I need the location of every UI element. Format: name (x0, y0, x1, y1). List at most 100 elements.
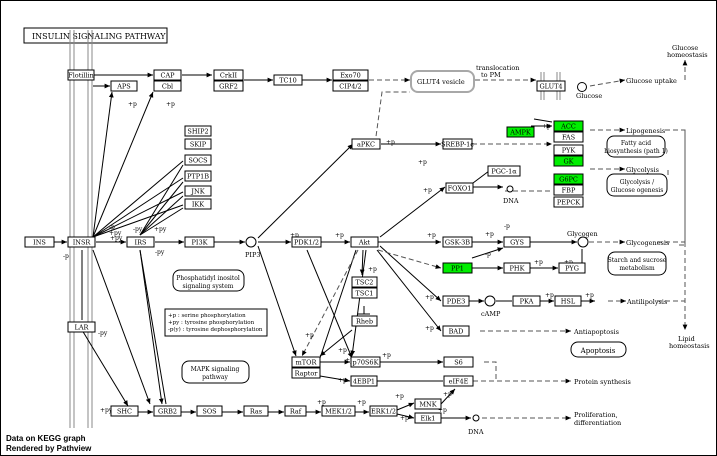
edge-label: +p (545, 292, 554, 299)
glut4-vesicle[interactable] (410, 70, 475, 93)
gene-box-pdk12[interactable] (291, 236, 322, 248)
gene-box-glut4[interactable] (536, 80, 566, 92)
gene-box-lar[interactable] (67, 321, 96, 333)
gene-box-bad[interactable] (442, 325, 470, 337)
legend-box (164, 308, 268, 337)
gene-box-akt[interactable] (350, 236, 379, 248)
gene-box-eif4e[interactable] (443, 375, 474, 387)
gene-box-grb2[interactable] (153, 405, 182, 417)
gene-box-ptp1b[interactable] (184, 170, 212, 182)
gene-box-pyk[interactable] (553, 144, 584, 156)
gene-box-ras[interactable] (243, 405, 269, 417)
gene-box-fbp[interactable] (553, 184, 584, 196)
gene-label-lar: LAR (75, 324, 90, 332)
legend-item: -p(y) : tyrosine dephosphorylation (168, 326, 263, 333)
pathway-node[interactable] (570, 341, 627, 358)
gene-box-apkc[interactable] (351, 138, 381, 150)
gene-box-erk12[interactable] (369, 405, 398, 417)
gene-box-mnk[interactable] (414, 398, 442, 410)
edge-label: -p (63, 253, 69, 260)
gene-box-ship2[interactable] (184, 125, 212, 137)
compound-dna-2[interactable] (472, 414, 480, 422)
gene-box-jnk[interactable] (184, 185, 212, 197)
glut4-vesicle-label: GLUT4 vesicle (417, 78, 465, 86)
gene-label-tc10: TC10 (279, 77, 297, 85)
gene-box-pyg[interactable] (558, 262, 586, 274)
pathway-label: Starch and sucrose (608, 257, 667, 264)
gene-box-pi3k[interactable] (184, 236, 215, 248)
gene-box-insr[interactable] (67, 236, 96, 248)
gene-box-grf2[interactable] (213, 80, 244, 92)
gene-box-tsc1[interactable] (351, 287, 378, 299)
compound-glucose[interactable] (577, 82, 587, 92)
gene-box-ebp1[interactable] (350, 375, 378, 387)
gene-box-tc10[interactable] (273, 74, 303, 86)
gene-box-shc[interactable] (110, 405, 139, 417)
gene-box-sos[interactable] (196, 405, 223, 417)
gene-label-eif4e: eIF4E (449, 378, 469, 386)
gene-box-aps[interactable] (110, 80, 138, 92)
gene-box-acc[interactable] (553, 120, 584, 132)
gene-box-pgc[interactable] (487, 165, 521, 177)
gene-box-gk[interactable] (553, 155, 584, 167)
edge-labels: +p +p +p +p +p +p +p +p +p +p +p +p +p +… (63, 101, 594, 422)
pathway-node[interactable] (606, 173, 668, 197)
gene-box-socs[interactable] (184, 154, 212, 166)
gene-box-irs[interactable] (126, 236, 155, 248)
gene-box-foxo1[interactable] (445, 182, 474, 194)
gene-box-raptor[interactable] (291, 367, 321, 379)
gene-box-cip4[interactable] (332, 80, 369, 92)
gene-box-pka[interactable] (512, 295, 541, 307)
pathway-node[interactable] (607, 251, 667, 276)
gene-label-pi3k: PI3K (192, 239, 208, 247)
gene-box-mek12[interactable] (321, 405, 356, 417)
edge-label: +p (166, 101, 175, 108)
gene-box-exo70[interactable] (332, 69, 369, 81)
gene-box-tsc2[interactable] (351, 276, 378, 288)
gene-label-elk1: Elk1 (421, 415, 436, 423)
gene-box-s6[interactable] (443, 356, 474, 368)
gene-label-cap: CAP (160, 72, 175, 80)
gene-box-skip[interactable] (184, 138, 212, 150)
gene-label-acc: ACC (560, 123, 576, 131)
compound-pip3[interactable] (245, 236, 257, 248)
annotation: homeostasis (669, 342, 710, 350)
gene-box-ikk[interactable] (184, 198, 212, 210)
gene-box-mtor[interactable] (291, 356, 321, 368)
compound-camp[interactable] (484, 295, 496, 307)
edge-label: +p (485, 231, 494, 238)
gene-box-pde3[interactable] (442, 295, 470, 307)
gene-label-srebp: SREBP-1c (441, 141, 474, 149)
gene-box-gys[interactable] (503, 236, 531, 248)
gene-label-rheb: Rheb (356, 318, 373, 326)
gene-box-raf[interactable] (284, 405, 307, 417)
gene-box-p70s6k[interactable] (350, 356, 381, 368)
gene-box-ampk[interactable] (506, 126, 535, 138)
gene-box-elk1[interactable] (414, 412, 442, 424)
gene-box-phk[interactable] (503, 262, 531, 274)
compound-glycogen[interactable] (577, 236, 589, 248)
pathway-label: Glycolysis / (620, 179, 655, 186)
compound-label: PIP3 (245, 251, 260, 259)
gene-box-rheb[interactable] (351, 315, 378, 327)
gene-box-cap[interactable] (153, 69, 182, 81)
pathway-node[interactable] (606, 135, 666, 158)
gene-box-hsl[interactable] (554, 295, 582, 307)
gene-box-srebp[interactable] (442, 138, 473, 150)
gene-box-cbl[interactable] (153, 80, 182, 92)
gene-box-g6pc[interactable] (553, 173, 584, 185)
gene-box-pepck[interactable] (553, 196, 584, 208)
compound-dna-1[interactable] (506, 185, 514, 193)
gene-box-pp1[interactable] (442, 262, 473, 274)
gene-label-gsk3b: GSK-3B (445, 239, 470, 247)
gene-box-flotillin[interactable] (67, 69, 95, 81)
edge-label: +p (395, 393, 404, 400)
gene-label-ras: Ras (250, 408, 262, 416)
pathway-node[interactable] (181, 360, 250, 384)
gene-box-crkii[interactable] (213, 69, 244, 81)
gene-box-fas[interactable] (553, 131, 584, 143)
gene-box-gsk3b[interactable] (442, 236, 473, 248)
gene-box-ins[interactable] (24, 236, 55, 248)
pathway-node[interactable] (172, 269, 245, 292)
